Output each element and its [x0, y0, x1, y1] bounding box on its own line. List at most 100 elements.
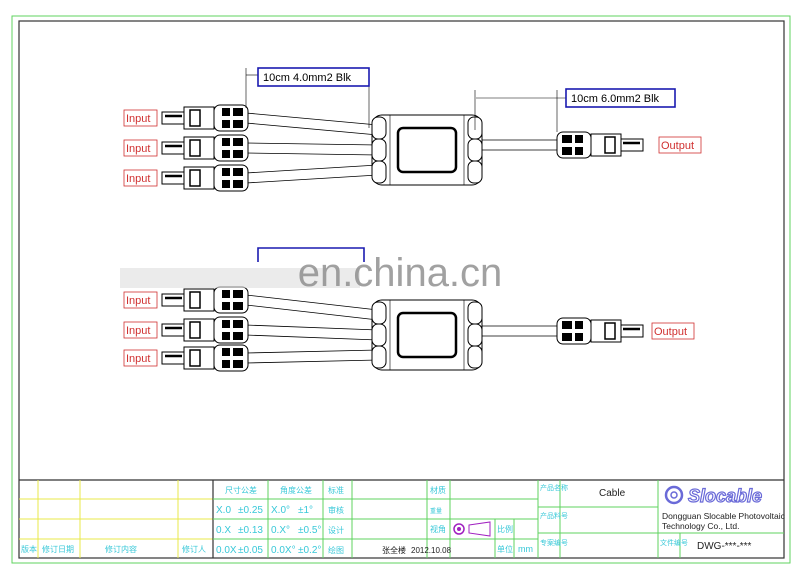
- hub-port: [371, 160, 387, 184]
- revision-header: 版本: [21, 544, 37, 554]
- io-label-box: [123, 321, 158, 339]
- mc4-connector: [161, 344, 249, 372]
- io-label: Input: [126, 143, 150, 155]
- connector-latch: [604, 136, 616, 154]
- company-logo-icon: [670, 491, 678, 499]
- projection-symbol-icon: [457, 527, 461, 531]
- hub-port: [467, 301, 483, 325]
- connector-pin: [161, 111, 185, 125]
- connector-grip: [575, 321, 583, 329]
- connector-grip: [233, 120, 243, 128]
- connector-grip: [222, 332, 230, 340]
- hub-port: [467, 138, 483, 162]
- connector-grip: [222, 180, 230, 188]
- watermark: en.china.cn: [298, 251, 503, 295]
- tolerance-value: 0.X: [216, 525, 231, 536]
- cable: [245, 304, 379, 321]
- connector-grip: [562, 147, 572, 155]
- role-label: 绘图: [328, 545, 344, 555]
- tolerance-value: X.0°: [271, 505, 290, 516]
- connector-latch: [189, 139, 201, 157]
- cable: [245, 122, 379, 136]
- connector-pin: [161, 171, 185, 185]
- project-no-label: 专案编号: [540, 538, 568, 547]
- hub-port: [371, 301, 387, 325]
- tolerance-value: 0.0X°: [271, 545, 296, 556]
- doc-no-label: 文件编号: [660, 538, 688, 547]
- tolerance-value: 0.X°: [271, 525, 290, 536]
- io-label: Input: [126, 113, 150, 125]
- cable: [245, 112, 379, 126]
- dimension-box: [565, 88, 676, 108]
- connector-grip: [222, 168, 230, 176]
- io-label-box: [123, 139, 158, 157]
- mc4-connector: [556, 317, 644, 345]
- role-label: 标准: [328, 485, 344, 495]
- unit-value: mm: [518, 544, 533, 554]
- io-label: Output: [661, 140, 694, 152]
- mc4-connector: [161, 104, 249, 132]
- connector-pin: [161, 293, 185, 307]
- connector-grip: [575, 147, 583, 155]
- tolerance-value: ±0.05: [238, 545, 263, 556]
- connector-grip: [222, 302, 230, 310]
- hub-port: [467, 323, 483, 347]
- connector-grip: [562, 333, 572, 341]
- connector-grip: [233, 348, 243, 356]
- io-label-box: [123, 291, 158, 309]
- io-label: Input: [126, 325, 150, 337]
- connector-grip: [233, 290, 243, 298]
- connector-grip: [233, 320, 243, 328]
- hub-port: [467, 160, 483, 184]
- io-label: Input: [126, 353, 150, 365]
- outer-frame: [11, 15, 791, 564]
- io-label: Output: [654, 326, 687, 338]
- tolerance-header: 尺寸公差: [225, 485, 257, 495]
- branch-hub: [371, 114, 483, 186]
- tolerance-value: ±0.5°: [298, 525, 321, 536]
- scale-label: 比例: [497, 524, 513, 534]
- connector-grip: [233, 332, 243, 340]
- projection-symbol-icon: [453, 523, 465, 535]
- drawing-date: 2012.10.08: [411, 546, 452, 555]
- connector-grip: [222, 290, 230, 298]
- company-name: Technology Co., Ltd.: [662, 521, 740, 531]
- mc4-connector: [161, 316, 249, 344]
- connector-grip: [562, 321, 572, 329]
- tolerance-value: X.0: [216, 505, 231, 516]
- mc4-connector: [161, 134, 249, 162]
- cable: [245, 294, 379, 311]
- cable: [245, 152, 379, 156]
- connector-pin: [161, 141, 185, 155]
- company-logo: Slocable: [688, 486, 762, 506]
- tolerance-value: ±0.13: [238, 525, 263, 536]
- connector-grip: [233, 108, 243, 116]
- connector-latch: [189, 321, 201, 339]
- hub-port: [371, 138, 387, 162]
- connector-pin: [620, 324, 644, 338]
- connector-grip: [222, 150, 230, 158]
- branch-hub: [371, 299, 483, 371]
- connector-latch: [604, 322, 616, 340]
- connector-grip: [233, 360, 243, 368]
- connector-grip: [222, 138, 230, 146]
- inner-frame: [18, 20, 785, 559]
- connector-grip: [562, 135, 572, 143]
- connector-grip: [222, 348, 230, 356]
- product-name: Cable: [599, 488, 626, 499]
- revision-header: 修订人: [182, 544, 206, 554]
- tolerance-value: ±0.2°: [298, 545, 321, 556]
- cable: [245, 142, 379, 146]
- connector-latch: [189, 291, 201, 309]
- connector-pin: [161, 323, 185, 337]
- doc-number: DWG-***-***: [697, 541, 752, 552]
- designer-name: 张全楼: [382, 545, 406, 555]
- io-label-box: [123, 169, 158, 187]
- unit-label: 单位: [497, 544, 513, 554]
- hub-port: [371, 345, 387, 369]
- connector-latch: [189, 109, 201, 127]
